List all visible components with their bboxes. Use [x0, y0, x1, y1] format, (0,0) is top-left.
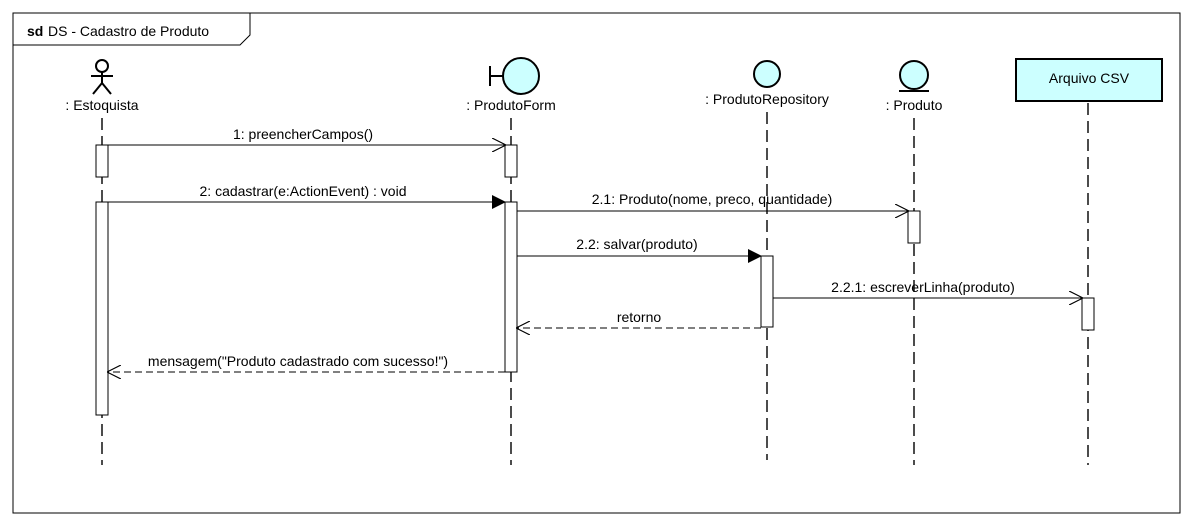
participant-label-estoquista: : Estoquista — [65, 97, 138, 113]
message-label-2-2-1: 2.2.1: escreverLinha(produto) — [831, 279, 1015, 295]
diagram-frame — [12, 12, 1181, 514]
activation-produto-form-1 — [504, 144, 518, 178]
return-label-mensagem: mensagem("Produto cadastrado com sucesso… — [148, 353, 448, 369]
activation-estoquista-2 — [95, 201, 109, 416]
participant-label-produto-form: : ProdutoForm — [466, 97, 555, 113]
activation-arquivo-csv — [1081, 297, 1095, 331]
message-label-2-1: 2.1: Produto(nome, preco, quantidade) — [592, 191, 833, 207]
activation-produto-form-2 — [504, 201, 518, 373]
return-label-retorno: retorno — [617, 309, 662, 325]
entity-icon — [899, 60, 929, 92]
participant-label-produto: : Produto — [886, 97, 943, 113]
frame-keyword: sd — [27, 23, 43, 39]
participant-label-arquivo-csv: Arquivo CSV — [1049, 70, 1130, 86]
control-icon — [753, 60, 781, 88]
activation-produto — [907, 210, 921, 244]
message-label-2: 2: cadastrar(e:ActionEvent) : void — [200, 183, 407, 199]
activation-estoquista-1 — [95, 144, 109, 178]
frame-title-tab — [13, 13, 251, 46]
actor-estoquista — [91, 59, 113, 95]
boundary-icon — [489, 57, 540, 95]
message-label-2-2: 2.2: salvar(produto) — [576, 236, 697, 252]
message-label-1: 1: preencherCampos() — [233, 126, 373, 142]
frame-title: DS - Cadastro de Produto — [48, 23, 209, 39]
activation-produto-repository — [760, 255, 774, 328]
participant-box-arquivo-csv — [1015, 58, 1163, 102]
actor-head-icon — [95, 59, 109, 73]
participant-label-produto-repository: : ProdutoRepository — [705, 91, 829, 107]
